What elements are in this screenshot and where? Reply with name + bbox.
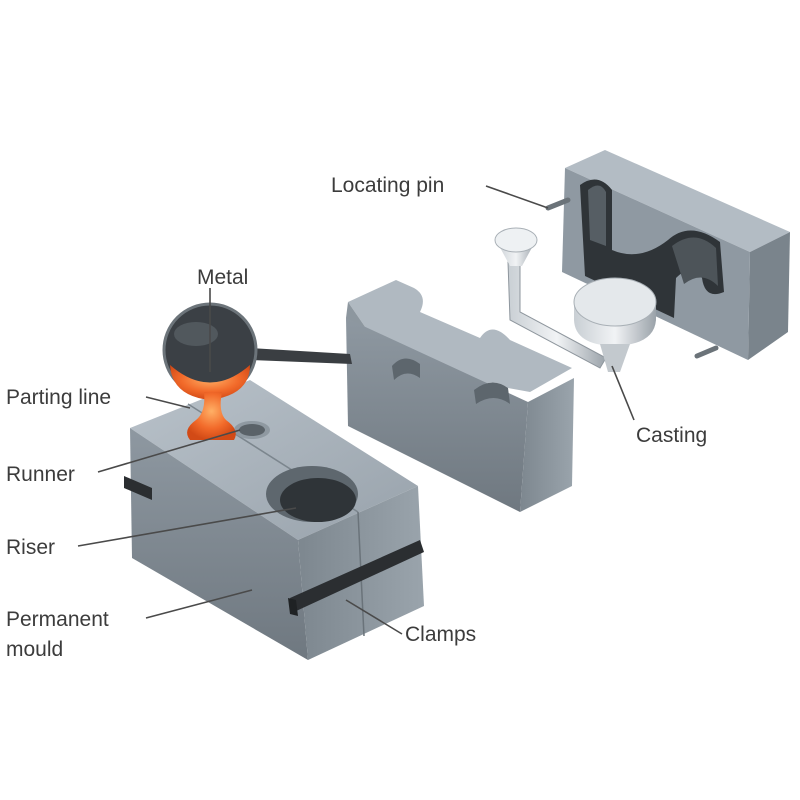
label-runner: Runner — [6, 463, 75, 486]
leader-clamps — [345, 599, 403, 635]
leader-parting-line — [145, 396, 191, 409]
metal-in-ladle — [170, 365, 250, 400]
clamp-back — [124, 476, 152, 500]
leader-runner — [97, 429, 241, 473]
label-parting-line: Parting line — [6, 386, 111, 409]
leader-riser — [77, 507, 297, 547]
mould-half-middle — [346, 280, 574, 512]
label-riser: Riser — [6, 536, 55, 559]
label-clamps: Clamps — [405, 623, 476, 646]
label-metal: Metal — [197, 266, 248, 289]
leader-casting — [611, 365, 635, 421]
label-locating-pin: Locating pin — [331, 174, 444, 197]
label-permanent-mould-line1: Permanent — [6, 608, 109, 631]
leader-locating-pin — [485, 185, 549, 209]
leader-lines — [77, 185, 635, 635]
clamp-front — [288, 540, 424, 616]
casting — [494, 227, 657, 372]
labels: Locating pin Metal Parting line Runner R… — [6, 174, 707, 661]
locating-pin-upper — [545, 197, 571, 211]
label-casting: Casting — [636, 424, 707, 447]
locating-pin-lower — [694, 345, 719, 359]
label-permanent-mould-line2: mould — [6, 638, 63, 661]
molten-metal-stream — [187, 392, 236, 440]
leader-permanent-mould — [145, 589, 253, 619]
